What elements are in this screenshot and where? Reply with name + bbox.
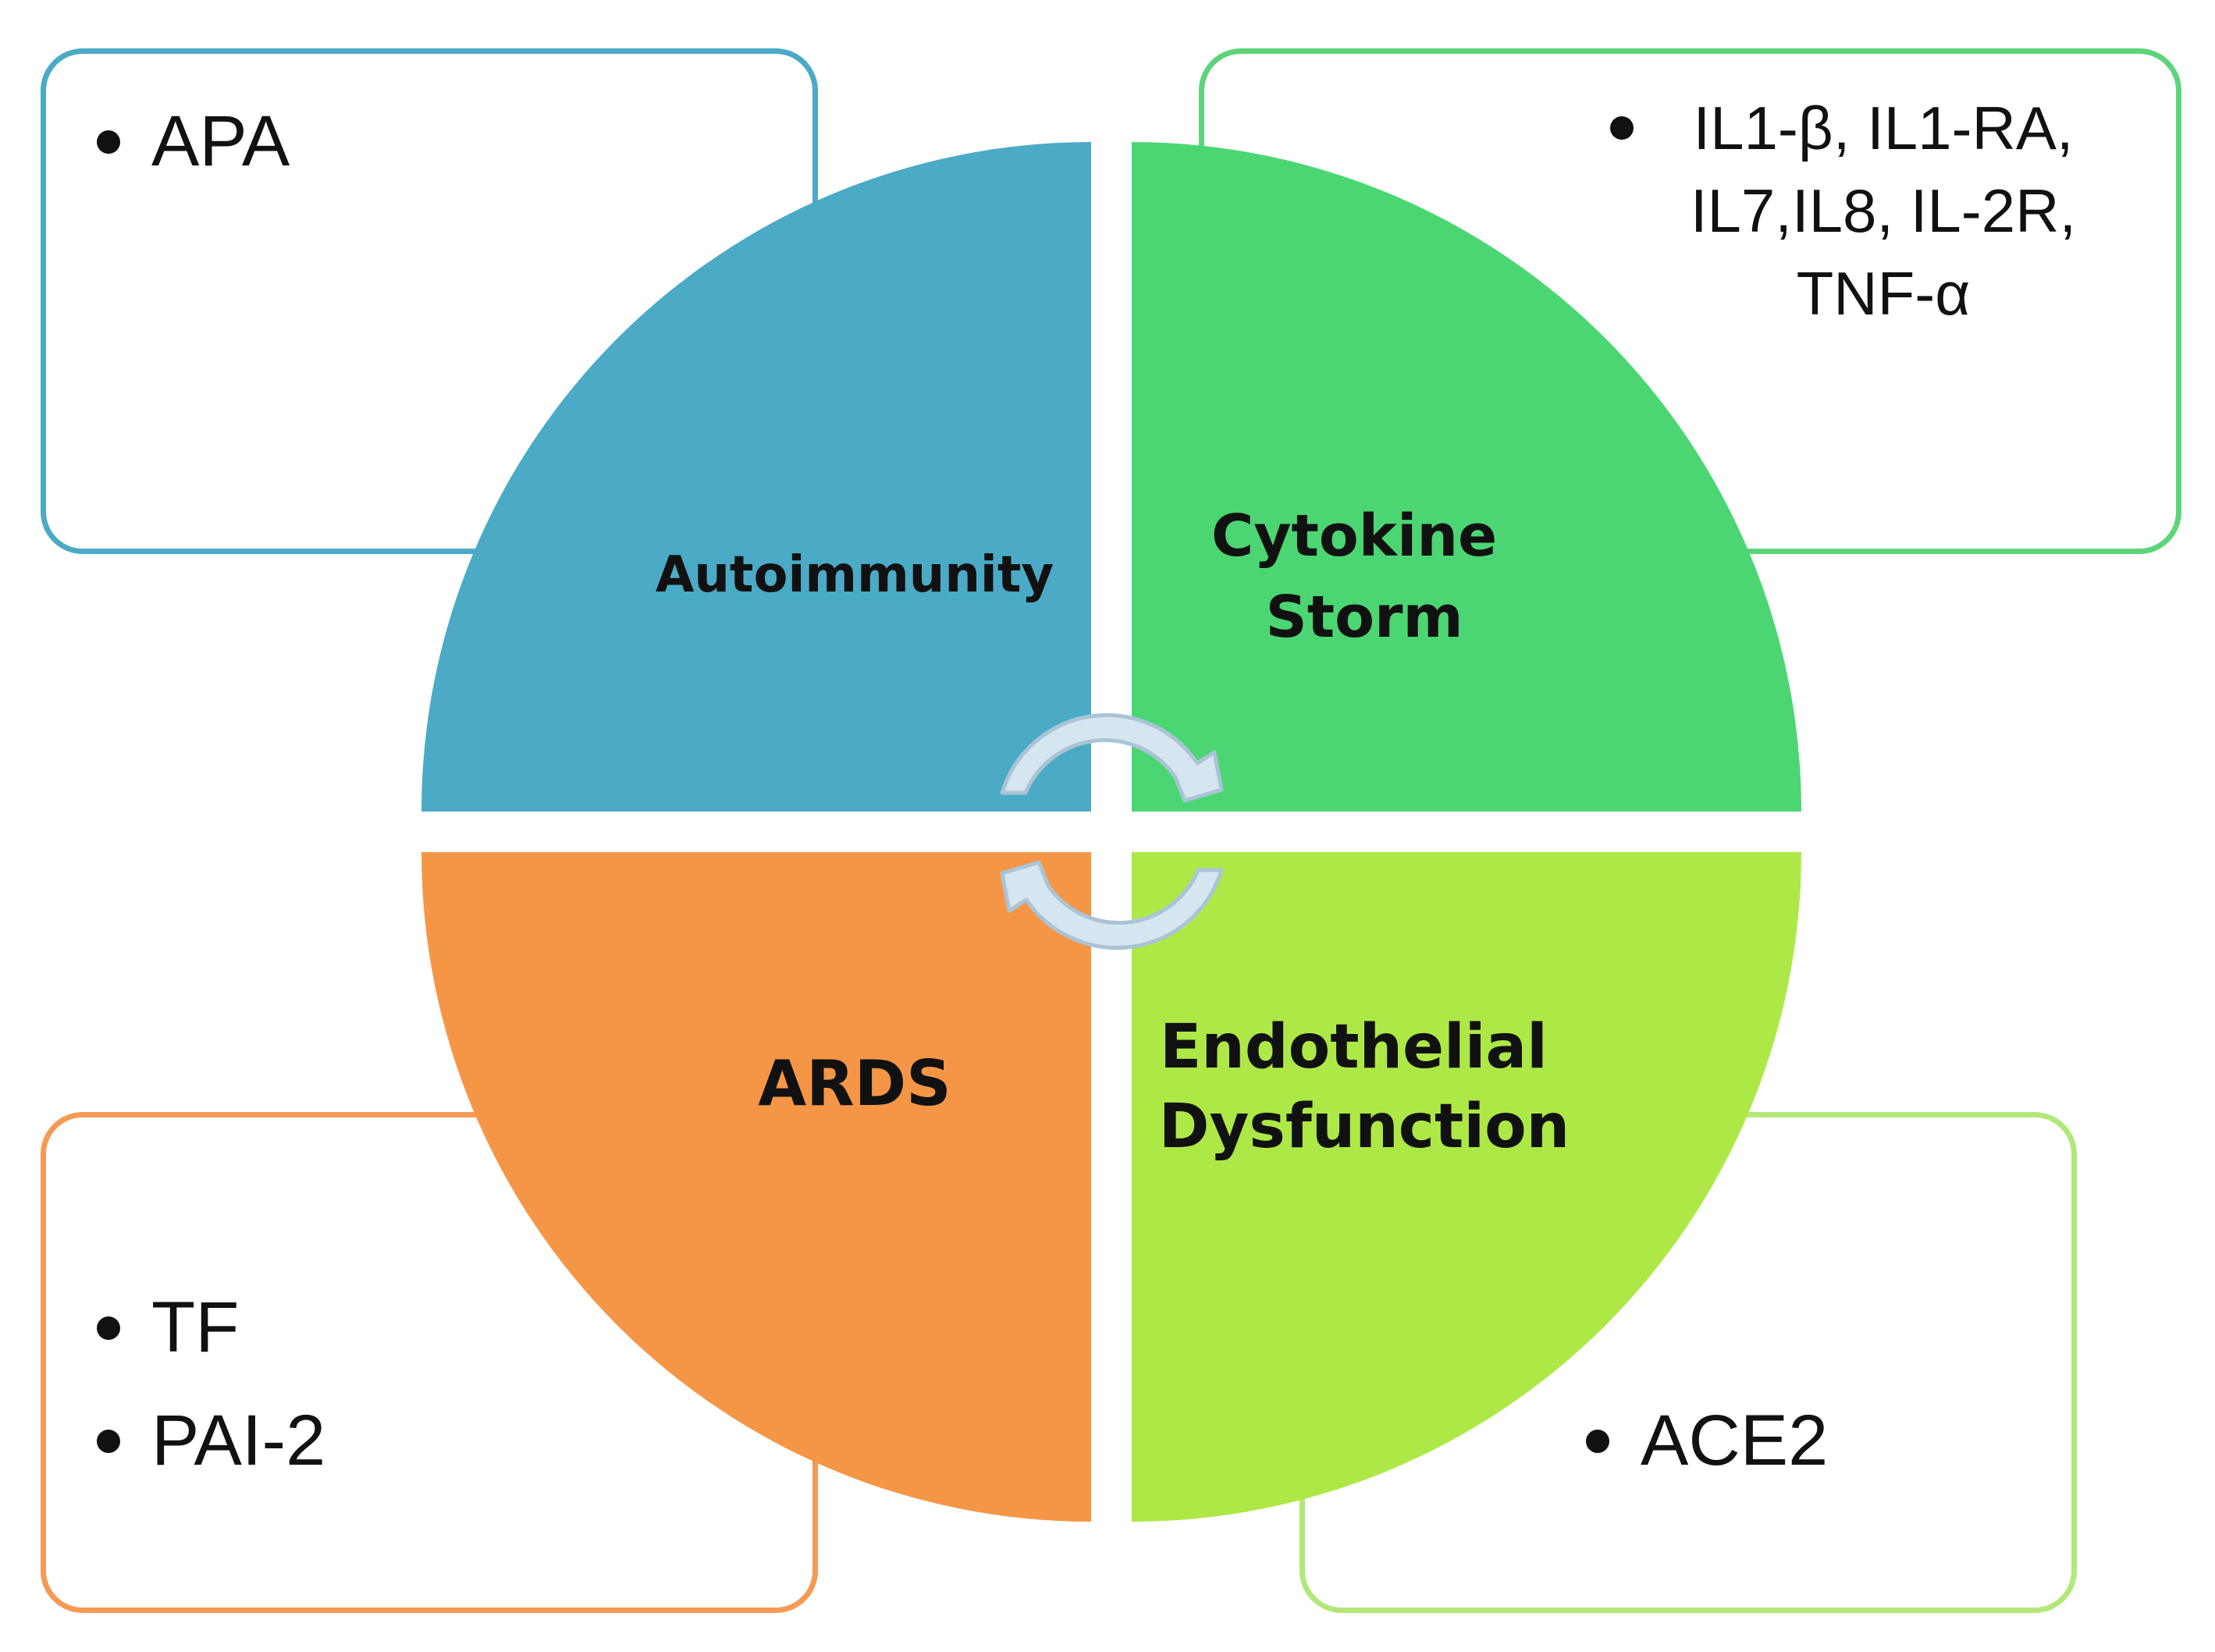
cytokine-line-2: IL7,IL8, IL-2R, <box>1690 176 2077 245</box>
marker-cytokine-list: IL1-β, IL1-RA, IL7,IL8, IL-2R, TNF-α <box>1665 87 2102 335</box>
cytokine-line-3: TNF-α <box>1796 259 1971 328</box>
bullet-icon <box>97 130 120 154</box>
quadrant-endothelial-dysfunction <box>1132 852 1801 1522</box>
cycle-arrows-icon <box>1000 712 1224 950</box>
arrow-bottom-icon <box>1000 860 1224 950</box>
quadrant-ards <box>421 852 1091 1522</box>
bullet-icon <box>97 1316 120 1340</box>
quadrant-cytokine-storm <box>1132 142 1801 812</box>
marker-pai-2: PAI-2 <box>151 1401 326 1480</box>
label-cytokine-storm: Cytokine Storm <box>1211 503 1517 651</box>
quadrant-autoimmunity <box>421 142 1091 812</box>
marker-tf: TF <box>151 1288 240 1367</box>
bullet-icon <box>1610 116 1634 140</box>
cytokine-line-1: IL1-β, IL1-RA, <box>1693 94 2074 162</box>
marker-apa: APA <box>151 101 290 181</box>
label-ards: ARDS <box>758 1047 951 1120</box>
marker-ace2: ACE2 <box>1641 1401 1829 1480</box>
arrow-top-icon <box>1000 712 1224 803</box>
bullet-icon <box>97 1430 120 1453</box>
bullet-icon <box>1586 1430 1609 1453</box>
label-autoimmunity: Autoimmunity <box>656 546 1054 604</box>
label-endothelial-dysfunction: Endothelial Dysfunction <box>1159 1012 1570 1162</box>
